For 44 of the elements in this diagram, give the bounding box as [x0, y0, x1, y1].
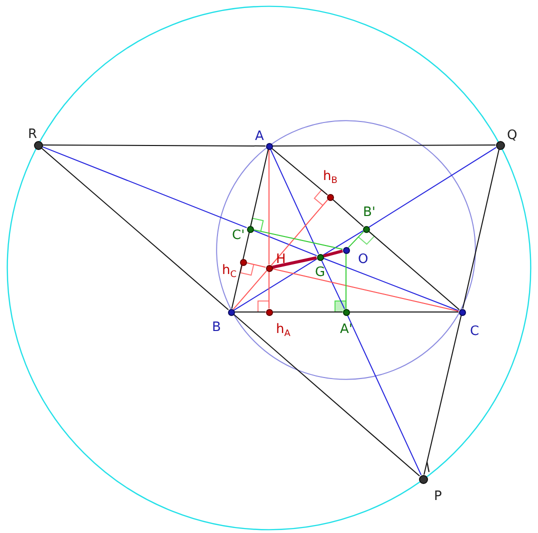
line-segment [233, 314, 420, 477]
point-label: O [358, 253, 368, 266]
point-label: P [434, 490, 442, 503]
line-segment [346, 314, 422, 476]
line-segment [323, 249, 343, 258]
point-label: A' [340, 323, 352, 336]
line-segment [321, 260, 345, 310]
line-segment [42, 144, 266, 146]
line-segment [272, 256, 317, 269]
line-segment [322, 230, 364, 256]
line-segment [252, 229, 344, 250]
point-label: B' [363, 206, 376, 219]
line-segment [252, 230, 318, 256]
line-segment [272, 144, 496, 146]
point-label: A [255, 130, 264, 143]
line-segment [268, 149, 270, 265]
point-label: R [28, 128, 38, 141]
line-segment [272, 268, 460, 312]
point-label: h$_{A}$ [276, 323, 290, 339]
line-segment [232, 270, 268, 310]
point-label: C [470, 325, 480, 338]
line-segment [332, 198, 364, 228]
line-segment [270, 199, 328, 266]
point-label: C' [232, 229, 245, 242]
point-label: H [276, 253, 286, 266]
point-label: G [315, 266, 326, 279]
point-label: h$_{C}$ [222, 264, 237, 280]
line-segment [231, 148, 269, 310]
line-segment [424, 314, 462, 476]
point-label: B [212, 321, 221, 334]
line-segment [42, 146, 248, 228]
line-segment [268, 271, 270, 309]
line-segment [462, 148, 500, 310]
line-segment [368, 230, 460, 310]
line-segment [271, 148, 328, 196]
line-segment [246, 262, 266, 268]
line-segment [270, 148, 320, 254]
line-segment [348, 231, 364, 248]
line-segment [233, 258, 318, 311]
line-segment [40, 147, 229, 310]
point-label: Q [507, 129, 518, 142]
line-segment [322, 258, 460, 312]
line-segment [368, 146, 497, 228]
point-label: h$_{B}$ [323, 170, 338, 186]
